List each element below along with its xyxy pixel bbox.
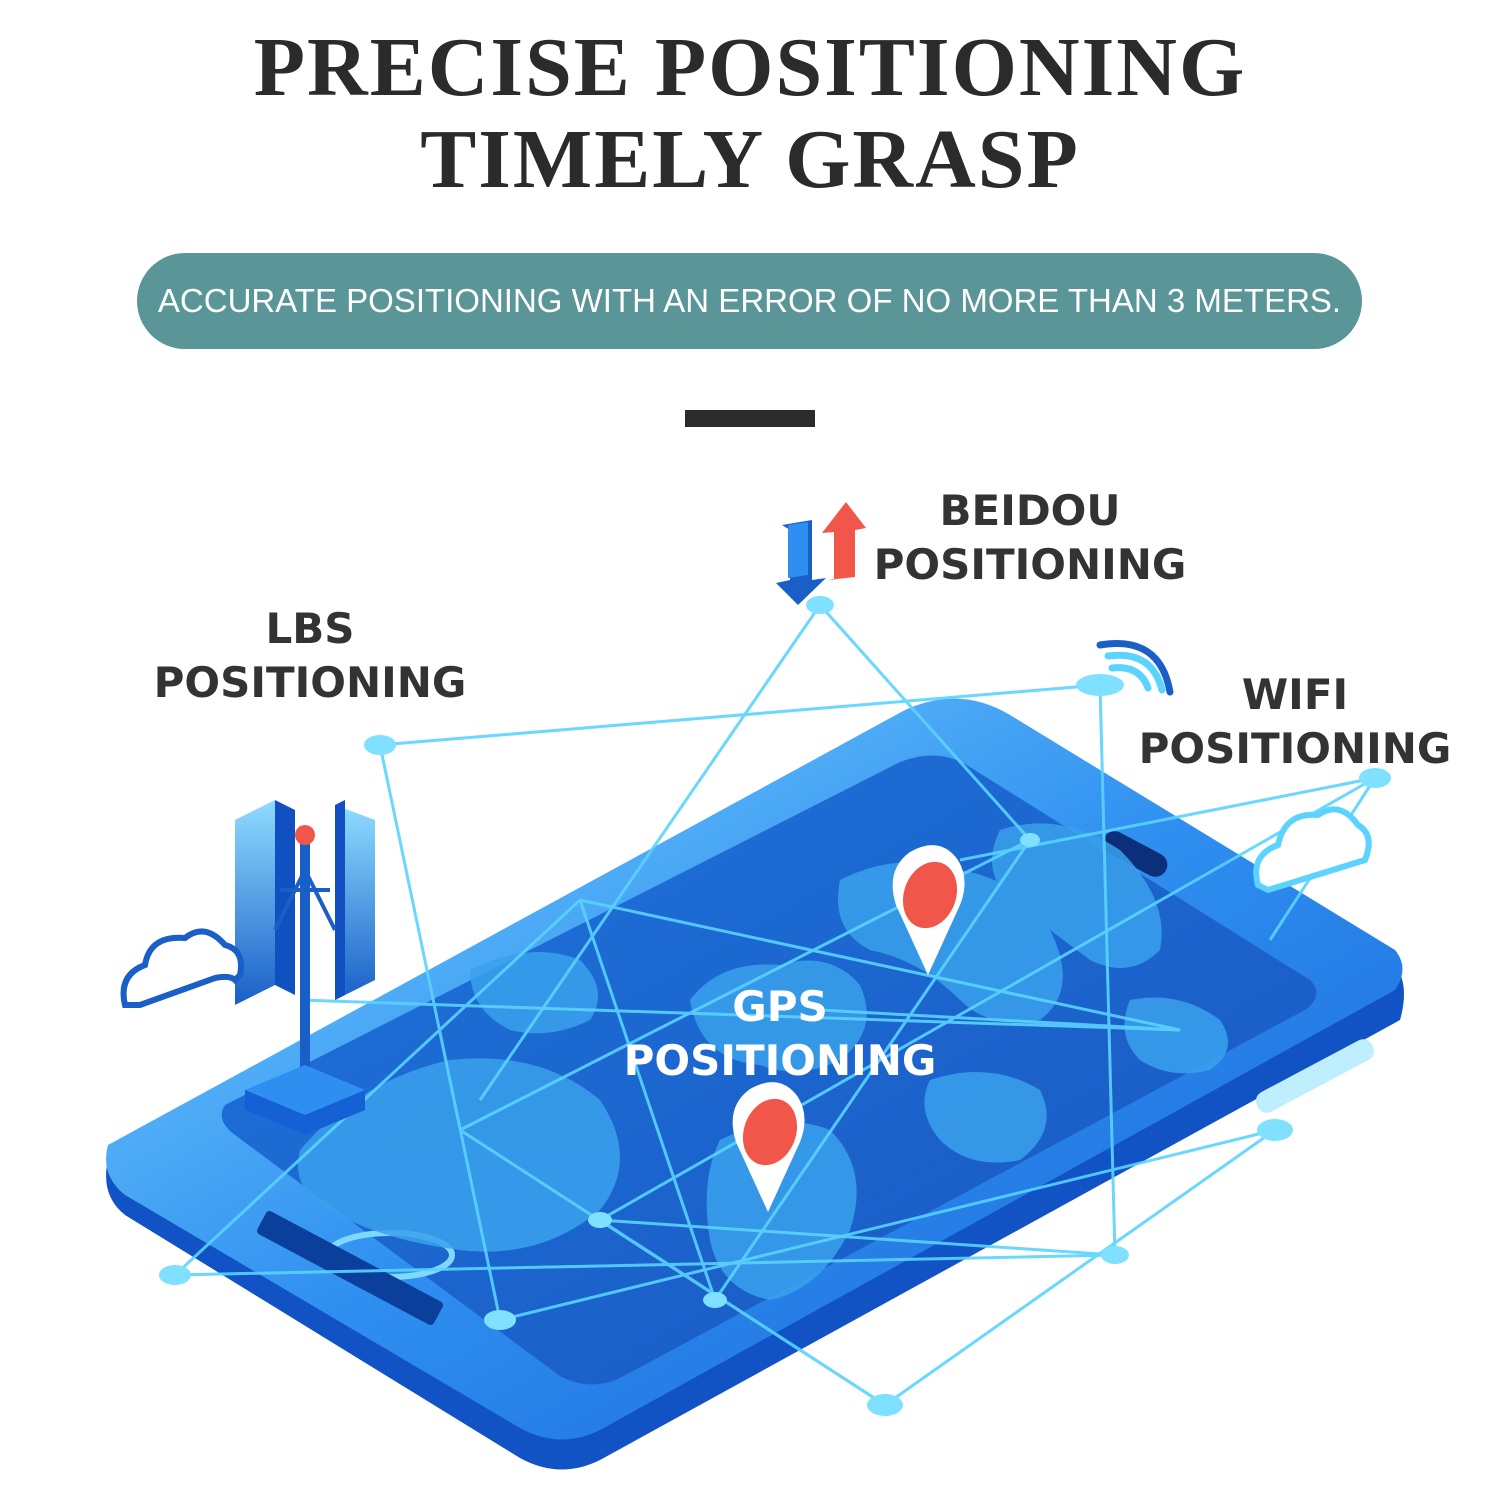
lbs-label-line-1: LBS <box>265 604 355 653</box>
world-map <box>298 823 1228 1300</box>
accuracy-banner-text: ACCURATE POSITIONING WITH AN ERROR OF NO… <box>157 282 1342 319</box>
network-lines <box>173 604 1377 1407</box>
wifi-signal-icon <box>1076 640 1174 696</box>
cloud-icon-2 <box>1253 806 1372 894</box>
signal-tower-icon <box>235 800 375 1135</box>
beidou-label-line-1: BEIDOU <box>939 486 1121 535</box>
gps-label-line-2: POSITIONING <box>623 1036 937 1085</box>
network-nodes <box>159 596 1391 1416</box>
wifi-label-line-1: WIFI <box>1241 670 1349 719</box>
wifi-positioning-label: WIFI POSITIONING <box>1125 668 1465 776</box>
side-button <box>1255 1039 1375 1113</box>
headline-line-1: PRECISE POSITIONING <box>253 21 1247 114</box>
wifi-label-line-2: POSITIONING <box>1138 724 1452 773</box>
beidou-arrows-icon <box>776 502 866 605</box>
accuracy-banner: ACCURATE POSITIONING WITH AN ERROR OF NO… <box>137 253 1362 349</box>
lbs-label-line-2: POSITIONING <box>153 658 467 707</box>
gps-label-line-1: GPS <box>732 982 828 1031</box>
headline: PRECISE POSITIONING TIMELY GRASP <box>0 22 1500 206</box>
cloud-icon <box>120 928 244 1008</box>
gps-positioning-label: GPS POSITIONING <box>610 980 950 1088</box>
side-port <box>257 1210 443 1326</box>
headline-line-2: TIMELY GRASP <box>420 113 1080 206</box>
lbs-positioning-label: LBS POSITIONING <box>140 602 480 710</box>
beidou-label-line-2: POSITIONING <box>873 540 1187 589</box>
camera-icon <box>1102 831 1168 877</box>
location-pin-icon-2 <box>732 1082 805 1212</box>
divider <box>685 410 815 427</box>
beidou-positioning-label: BEIDOU POSITIONING <box>860 484 1200 592</box>
location-pin-icon <box>892 845 965 975</box>
